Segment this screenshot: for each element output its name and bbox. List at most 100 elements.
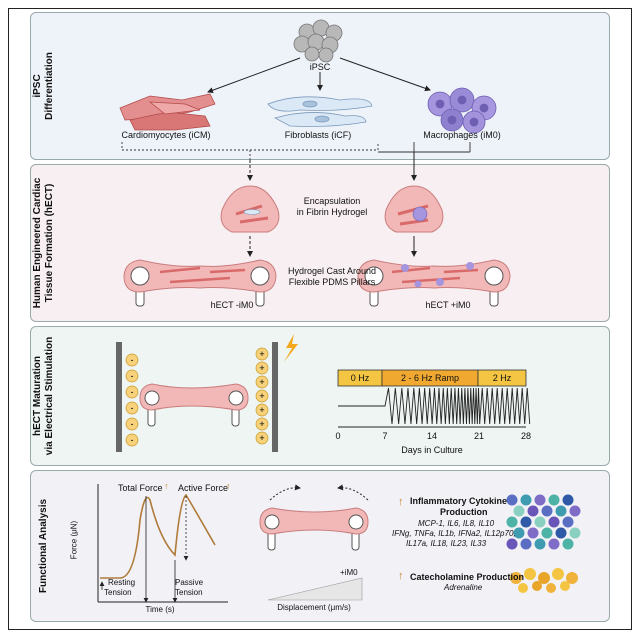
cytokine-dot bbox=[506, 494, 518, 506]
positive-charge-5 bbox=[255, 417, 269, 431]
cytokine-list-1: MCP-1, IL6, IL8, IL10 bbox=[418, 519, 495, 528]
cytokine-dot bbox=[534, 494, 546, 506]
cytokine-dot bbox=[562, 494, 574, 506]
negative-charge-1 bbox=[125, 369, 139, 383]
force-ylabel: Force (μN) bbox=[69, 520, 79, 560]
negative-charge-4-sign: - bbox=[131, 419, 134, 429]
lightning-icon bbox=[284, 334, 298, 362]
cytokine-dot bbox=[548, 516, 560, 528]
cytokine-dot bbox=[527, 527, 539, 539]
cytokine-title-2: Production bbox=[440, 507, 488, 517]
cytokine-dot bbox=[520, 516, 532, 528]
cytokine-dot bbox=[506, 516, 518, 528]
catecholamine-arrow: ↑ bbox=[398, 570, 404, 582]
time-xlabel: Time (s) bbox=[145, 605, 175, 614]
negative-charge-3-sign: - bbox=[131, 403, 134, 413]
cardiomyocytes-label: Cardiomyocytes (iCM) bbox=[121, 130, 211, 140]
cytokine-dot bbox=[555, 505, 567, 517]
tick-14: 14 bbox=[426, 431, 438, 441]
cytokine-title-1: Inflammatory Cytokine bbox=[410, 496, 508, 506]
cytokine-cluster-icon bbox=[506, 494, 581, 550]
fibroblasts-icon bbox=[267, 96, 373, 127]
ipsc-label: iPSC bbox=[309, 62, 331, 72]
cytokine-dot bbox=[541, 505, 553, 517]
encapsulation-triangle-right bbox=[384, 185, 444, 233]
positive-charge-5-sign: + bbox=[259, 419, 264, 429]
tick-28: 28 bbox=[520, 431, 532, 441]
negative-charge-0-sign: - bbox=[131, 355, 134, 365]
macrophages-label: Macrophages (iM0) bbox=[423, 130, 501, 140]
cytokine-dot bbox=[520, 538, 532, 550]
cytokine-dot bbox=[520, 494, 532, 506]
fibroblasts-label: Fibroblasts (iCF) bbox=[284, 130, 352, 140]
negative-charge-0 bbox=[125, 353, 139, 367]
positive-charge-3-sign: + bbox=[259, 391, 264, 401]
stim-timeline bbox=[337, 369, 531, 428]
active-force-label: Active Force bbox=[178, 483, 229, 493]
cytokine-dot bbox=[513, 505, 525, 517]
cytokine-dot bbox=[513, 527, 525, 539]
cast-line2: Flexible PDMS Pillars bbox=[288, 277, 376, 287]
cytokine-dot bbox=[534, 516, 546, 528]
negative-charge-1-sign: - bbox=[131, 371, 134, 381]
positive-charge-1-sign: + bbox=[259, 363, 264, 373]
phase-2hz: 2 Hz bbox=[492, 373, 512, 383]
im0-label: +iM0 bbox=[340, 568, 358, 577]
cytokine-dot bbox=[555, 527, 567, 539]
positive-charge-0-sign: + bbox=[259, 349, 264, 359]
ipsc-cluster-icon bbox=[293, 19, 343, 63]
encapsulation-line1: Encapsulation bbox=[303, 196, 361, 206]
cytokine-dot bbox=[562, 538, 574, 550]
hect-plus-label: hECT +iM0 bbox=[425, 300, 471, 310]
passive-line2: Tension bbox=[175, 588, 203, 597]
cytokine-dot bbox=[506, 538, 518, 550]
cytokine-dot bbox=[569, 527, 581, 539]
panel-hect-formation bbox=[30, 164, 610, 322]
electrode-left bbox=[116, 342, 122, 452]
stim-xlabel: Days in Culture bbox=[401, 445, 463, 455]
catecholamine-sub: Adrenaline bbox=[444, 583, 483, 592]
cytokine-dot bbox=[534, 538, 546, 550]
resting-line1: Resting bbox=[108, 578, 136, 587]
cytokine-arrow: ↑ bbox=[398, 496, 404, 508]
active-force-arrow: ↑ bbox=[226, 481, 231, 491]
total-force-arrow: ↑ bbox=[164, 481, 169, 491]
cytokine-dot bbox=[548, 494, 560, 506]
total-force-label: Total Force bbox=[118, 483, 163, 493]
negative-charge-3 bbox=[125, 401, 139, 415]
cytokine-dot bbox=[562, 516, 574, 528]
positive-charge-6-sign: + bbox=[259, 433, 264, 443]
cytokine-dot bbox=[527, 505, 539, 517]
encapsulation-line2: in Fibrin Hydrogel bbox=[296, 207, 368, 217]
positive-charge-4-sign: + bbox=[259, 405, 264, 415]
encapsulation-triangle-left bbox=[220, 185, 280, 233]
displacement-tissue bbox=[259, 484, 369, 601]
positive-charge-2-sign: + bbox=[259, 377, 264, 387]
negative-charge-2 bbox=[125, 385, 139, 399]
hect-minus-label: hECT -iM0 bbox=[210, 300, 254, 310]
hect-tissue-left bbox=[123, 259, 277, 307]
phase-0hz: 0 Hz bbox=[350, 373, 370, 383]
positive-charge-6 bbox=[255, 431, 269, 445]
stim-tissue bbox=[139, 383, 249, 427]
electrode-right bbox=[272, 342, 278, 452]
tick-21: 21 bbox=[473, 431, 485, 441]
force-trace-chart bbox=[97, 484, 228, 603]
negative-charge-5 bbox=[125, 433, 139, 447]
positive-charge-4 bbox=[255, 403, 269, 417]
negative-charge-2-sign: - bbox=[131, 387, 134, 397]
tick-0: 0 bbox=[335, 431, 341, 441]
macrophages-icon bbox=[427, 87, 497, 134]
cytokine-dot bbox=[569, 505, 581, 517]
phase-ramp: 2 - 6 Hz Ramp bbox=[400, 373, 460, 383]
positive-charge-1 bbox=[255, 361, 269, 375]
cytokine-list-3: IL17a, IL18, IL23, IL33 bbox=[406, 539, 487, 548]
positive-charge-3 bbox=[255, 389, 269, 403]
cytokine-dot bbox=[548, 538, 560, 550]
hect-tissue-right bbox=[357, 259, 511, 307]
cardiomyocytes-icon bbox=[119, 93, 216, 131]
catecholamine-cluster-icon bbox=[510, 568, 578, 593]
cast-line1: Hydrogel Cast Around bbox=[287, 266, 377, 276]
catecholamine-title: Catecholamine Production bbox=[410, 572, 525, 582]
